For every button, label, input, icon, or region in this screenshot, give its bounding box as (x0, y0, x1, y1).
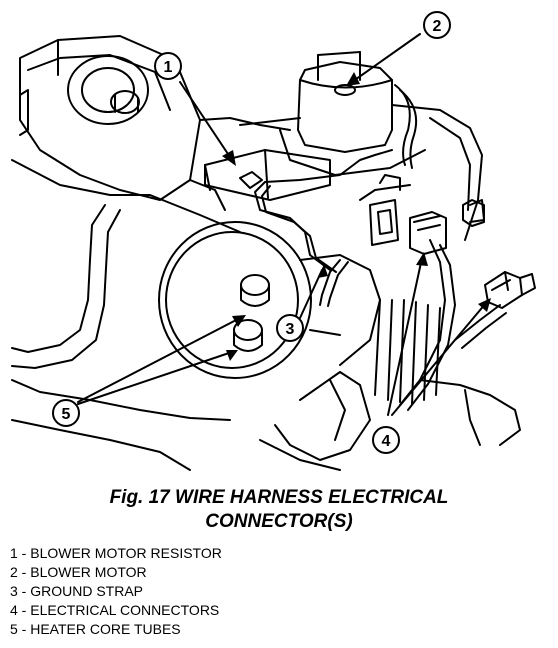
callout-leaders (77, 33, 487, 416)
callout-3-label: 3 (286, 321, 295, 338)
callout-4-label: 4 (382, 433, 391, 450)
callout-arrowheads (222, 72, 491, 361)
wire-harness (254, 84, 507, 411)
ground-strap (319, 259, 349, 307)
legend-item-4: 4 - ELECTRICAL CONNECTORS (10, 602, 220, 618)
legend-item-1: 1 - BLOWER MOTOR RESISTOR (10, 545, 222, 561)
legend-item-3: 3 - GROUND STRAP (10, 583, 144, 599)
figure-caption-line-2: CONNECTOR(S) (205, 511, 353, 532)
blower-housing-main (11, 117, 521, 471)
blower-housing-upper-left (19, 35, 201, 201)
blower-motor-resistor (204, 149, 331, 201)
callout-3: 3 (276, 314, 304, 342)
legend-item-5: 5 - HEATER CORE TUBES (10, 621, 181, 637)
blower-assembly-illustration: 1 2 3 4 5 (11, 11, 536, 471)
figure-caption-line-1: Fig. 17 WIRE HARNESS ELECTRICAL (109, 487, 449, 508)
callout-1: 1 (154, 52, 182, 80)
heater-core-fins (374, 299, 441, 405)
callout-2: 2 (423, 11, 451, 39)
callout-1-label: 1 (164, 59, 173, 76)
legend-list: 1 - BLOWER MOTOR RESISTOR 2 - BLOWER MOT… (10, 544, 222, 639)
mounting-knob (462, 199, 485, 227)
callout-4: 4 (372, 426, 400, 454)
heater-core-tubes (233, 274, 270, 352)
connector-bracket (359, 174, 411, 246)
legend-item-2: 2 - BLOWER MOTOR (10, 564, 147, 580)
callout-5: 5 (52, 399, 80, 427)
callout-5-label: 5 (62, 406, 71, 423)
blower-scroll (158, 221, 381, 379)
callout-2-label: 2 (433, 18, 442, 35)
duct-tube-left (11, 204, 121, 369)
figure-caption: Fig. 17 WIRE HARNESS ELECTRICAL CONNECTO… (0, 486, 558, 534)
